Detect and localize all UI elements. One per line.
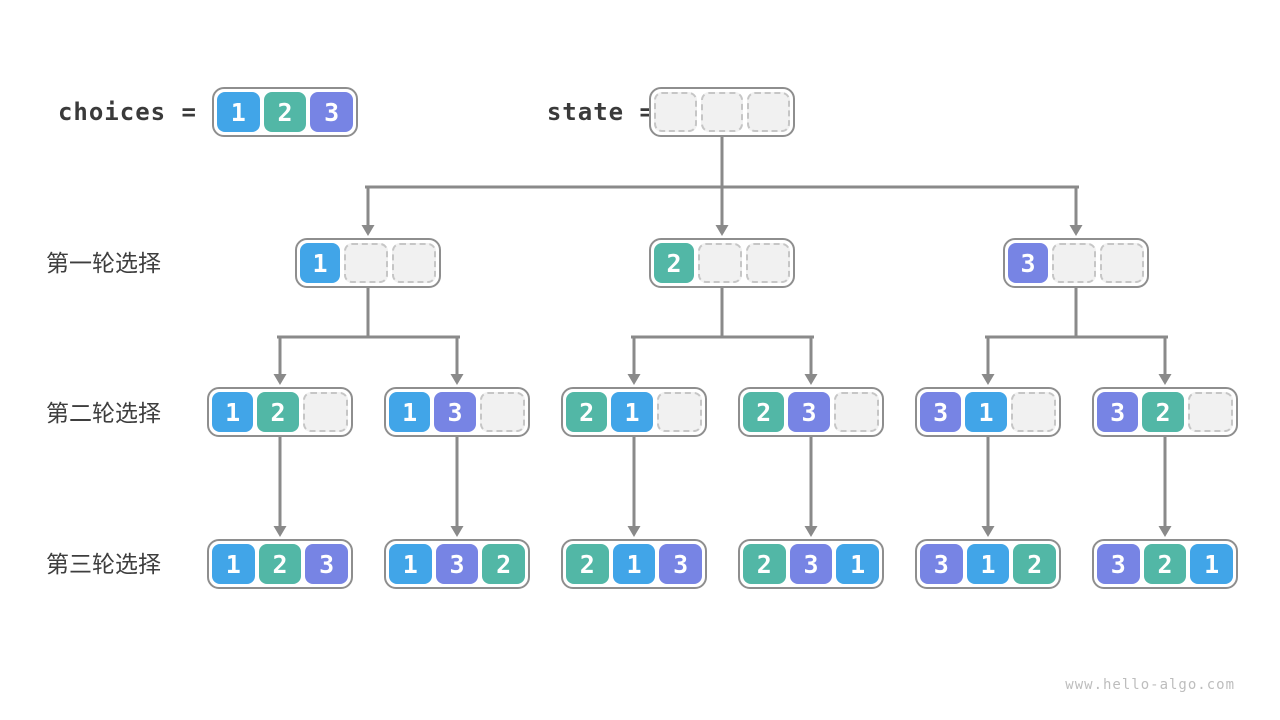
array-cell xyxy=(654,92,697,132)
connector-level1-node2-to-children xyxy=(627,285,818,385)
array-cell: 1 xyxy=(612,544,656,584)
array-cell: 2 xyxy=(257,392,299,432)
level2-node-3: 2 3 xyxy=(738,387,884,437)
level2-node-4: 3 1 xyxy=(915,387,1061,437)
array-cell: 1 xyxy=(212,544,255,584)
array-cell xyxy=(700,92,744,132)
array-cell xyxy=(1010,392,1056,432)
level3-node-4: 3 1 2 xyxy=(915,539,1061,589)
array-cell: 3 xyxy=(1097,392,1139,432)
array-cell: 1 xyxy=(389,392,431,432)
level2-node-2: 2 1 xyxy=(561,387,707,437)
array-cell xyxy=(1100,243,1144,283)
array-cell: 1 xyxy=(217,92,260,132)
array-cell: 2 xyxy=(743,544,786,584)
level2-node-5: 3 2 xyxy=(1092,387,1238,437)
connector-level1-node3-to-children xyxy=(981,285,1172,385)
array-cell: 3 xyxy=(435,544,479,584)
array-cell: 1 xyxy=(1190,544,1234,584)
array-cell: 3 xyxy=(310,92,354,132)
array-cell xyxy=(1052,243,1096,283)
choices-array-node: 1 2 3 xyxy=(212,87,358,137)
level3-node-3: 2 3 1 xyxy=(738,539,884,589)
choices-label: choices = xyxy=(57,98,197,126)
state-label: state = xyxy=(546,98,655,126)
row-label-round-3: 第三轮选择 xyxy=(46,551,161,577)
array-cell: 1 xyxy=(212,392,254,432)
row-label-round-2: 第二轮选择 xyxy=(46,400,161,426)
array-cell: 3 xyxy=(434,392,476,432)
level2-node-1: 1 3 xyxy=(384,387,530,437)
level1-node-1: 2 xyxy=(649,238,795,288)
array-cell xyxy=(833,392,879,432)
array-cell: 1 xyxy=(836,544,880,584)
array-cell: 3 xyxy=(659,544,703,584)
level2-node-0: 1 2 xyxy=(207,387,353,437)
array-cell: 3 xyxy=(1097,544,1140,584)
state-array-node xyxy=(649,87,795,137)
array-cell xyxy=(1187,392,1233,432)
array-cell: 1 xyxy=(966,544,1010,584)
level3-node-0: 1 2 3 xyxy=(207,539,353,589)
array-cell xyxy=(656,392,702,432)
array-cell: 1 xyxy=(965,392,1007,432)
array-cell xyxy=(698,243,742,283)
level3-node-1: 1 3 2 xyxy=(384,539,530,589)
array-cell xyxy=(747,92,791,132)
array-cell: 2 xyxy=(482,544,526,584)
level3-node-5: 3 2 1 xyxy=(1092,539,1238,589)
array-cell: 3 xyxy=(788,392,830,432)
array-cell xyxy=(344,243,388,283)
array-cell xyxy=(746,243,790,283)
connector-level1-node1-to-children xyxy=(273,285,464,385)
array-cell: 2 xyxy=(1143,544,1187,584)
array-cell: 3 xyxy=(920,392,962,432)
array-cell: 3 xyxy=(920,544,963,584)
array-cell: 3 xyxy=(305,544,349,584)
array-cell: 2 xyxy=(1142,392,1184,432)
array-cell: 2 xyxy=(263,92,307,132)
level3-node-2: 2 1 3 xyxy=(561,539,707,589)
array-cell: 2 xyxy=(654,243,694,283)
array-cell: 3 xyxy=(789,544,833,584)
watermark: www.hello-algo.com xyxy=(1065,677,1235,693)
array-cell xyxy=(392,243,436,283)
array-cell: 1 xyxy=(300,243,340,283)
array-cell: 1 xyxy=(389,544,432,584)
array-cell: 2 xyxy=(1013,544,1057,584)
level1-node-0: 1 xyxy=(295,238,441,288)
array-cell: 2 xyxy=(258,544,302,584)
array-cell: 2 xyxy=(566,392,608,432)
array-cell: 1 xyxy=(611,392,653,432)
row-label-round-1: 第一轮选择 xyxy=(46,250,161,276)
level1-node-2: 3 xyxy=(1003,238,1149,288)
connector-level2-to-level3 xyxy=(273,435,1172,537)
array-cell: 3 xyxy=(1008,243,1048,283)
array-cell: 2 xyxy=(743,392,785,432)
array-cell xyxy=(479,392,525,432)
connector-root-to-level1 xyxy=(361,135,1083,236)
array-cell xyxy=(302,392,348,432)
array-cell: 2 xyxy=(566,544,609,584)
